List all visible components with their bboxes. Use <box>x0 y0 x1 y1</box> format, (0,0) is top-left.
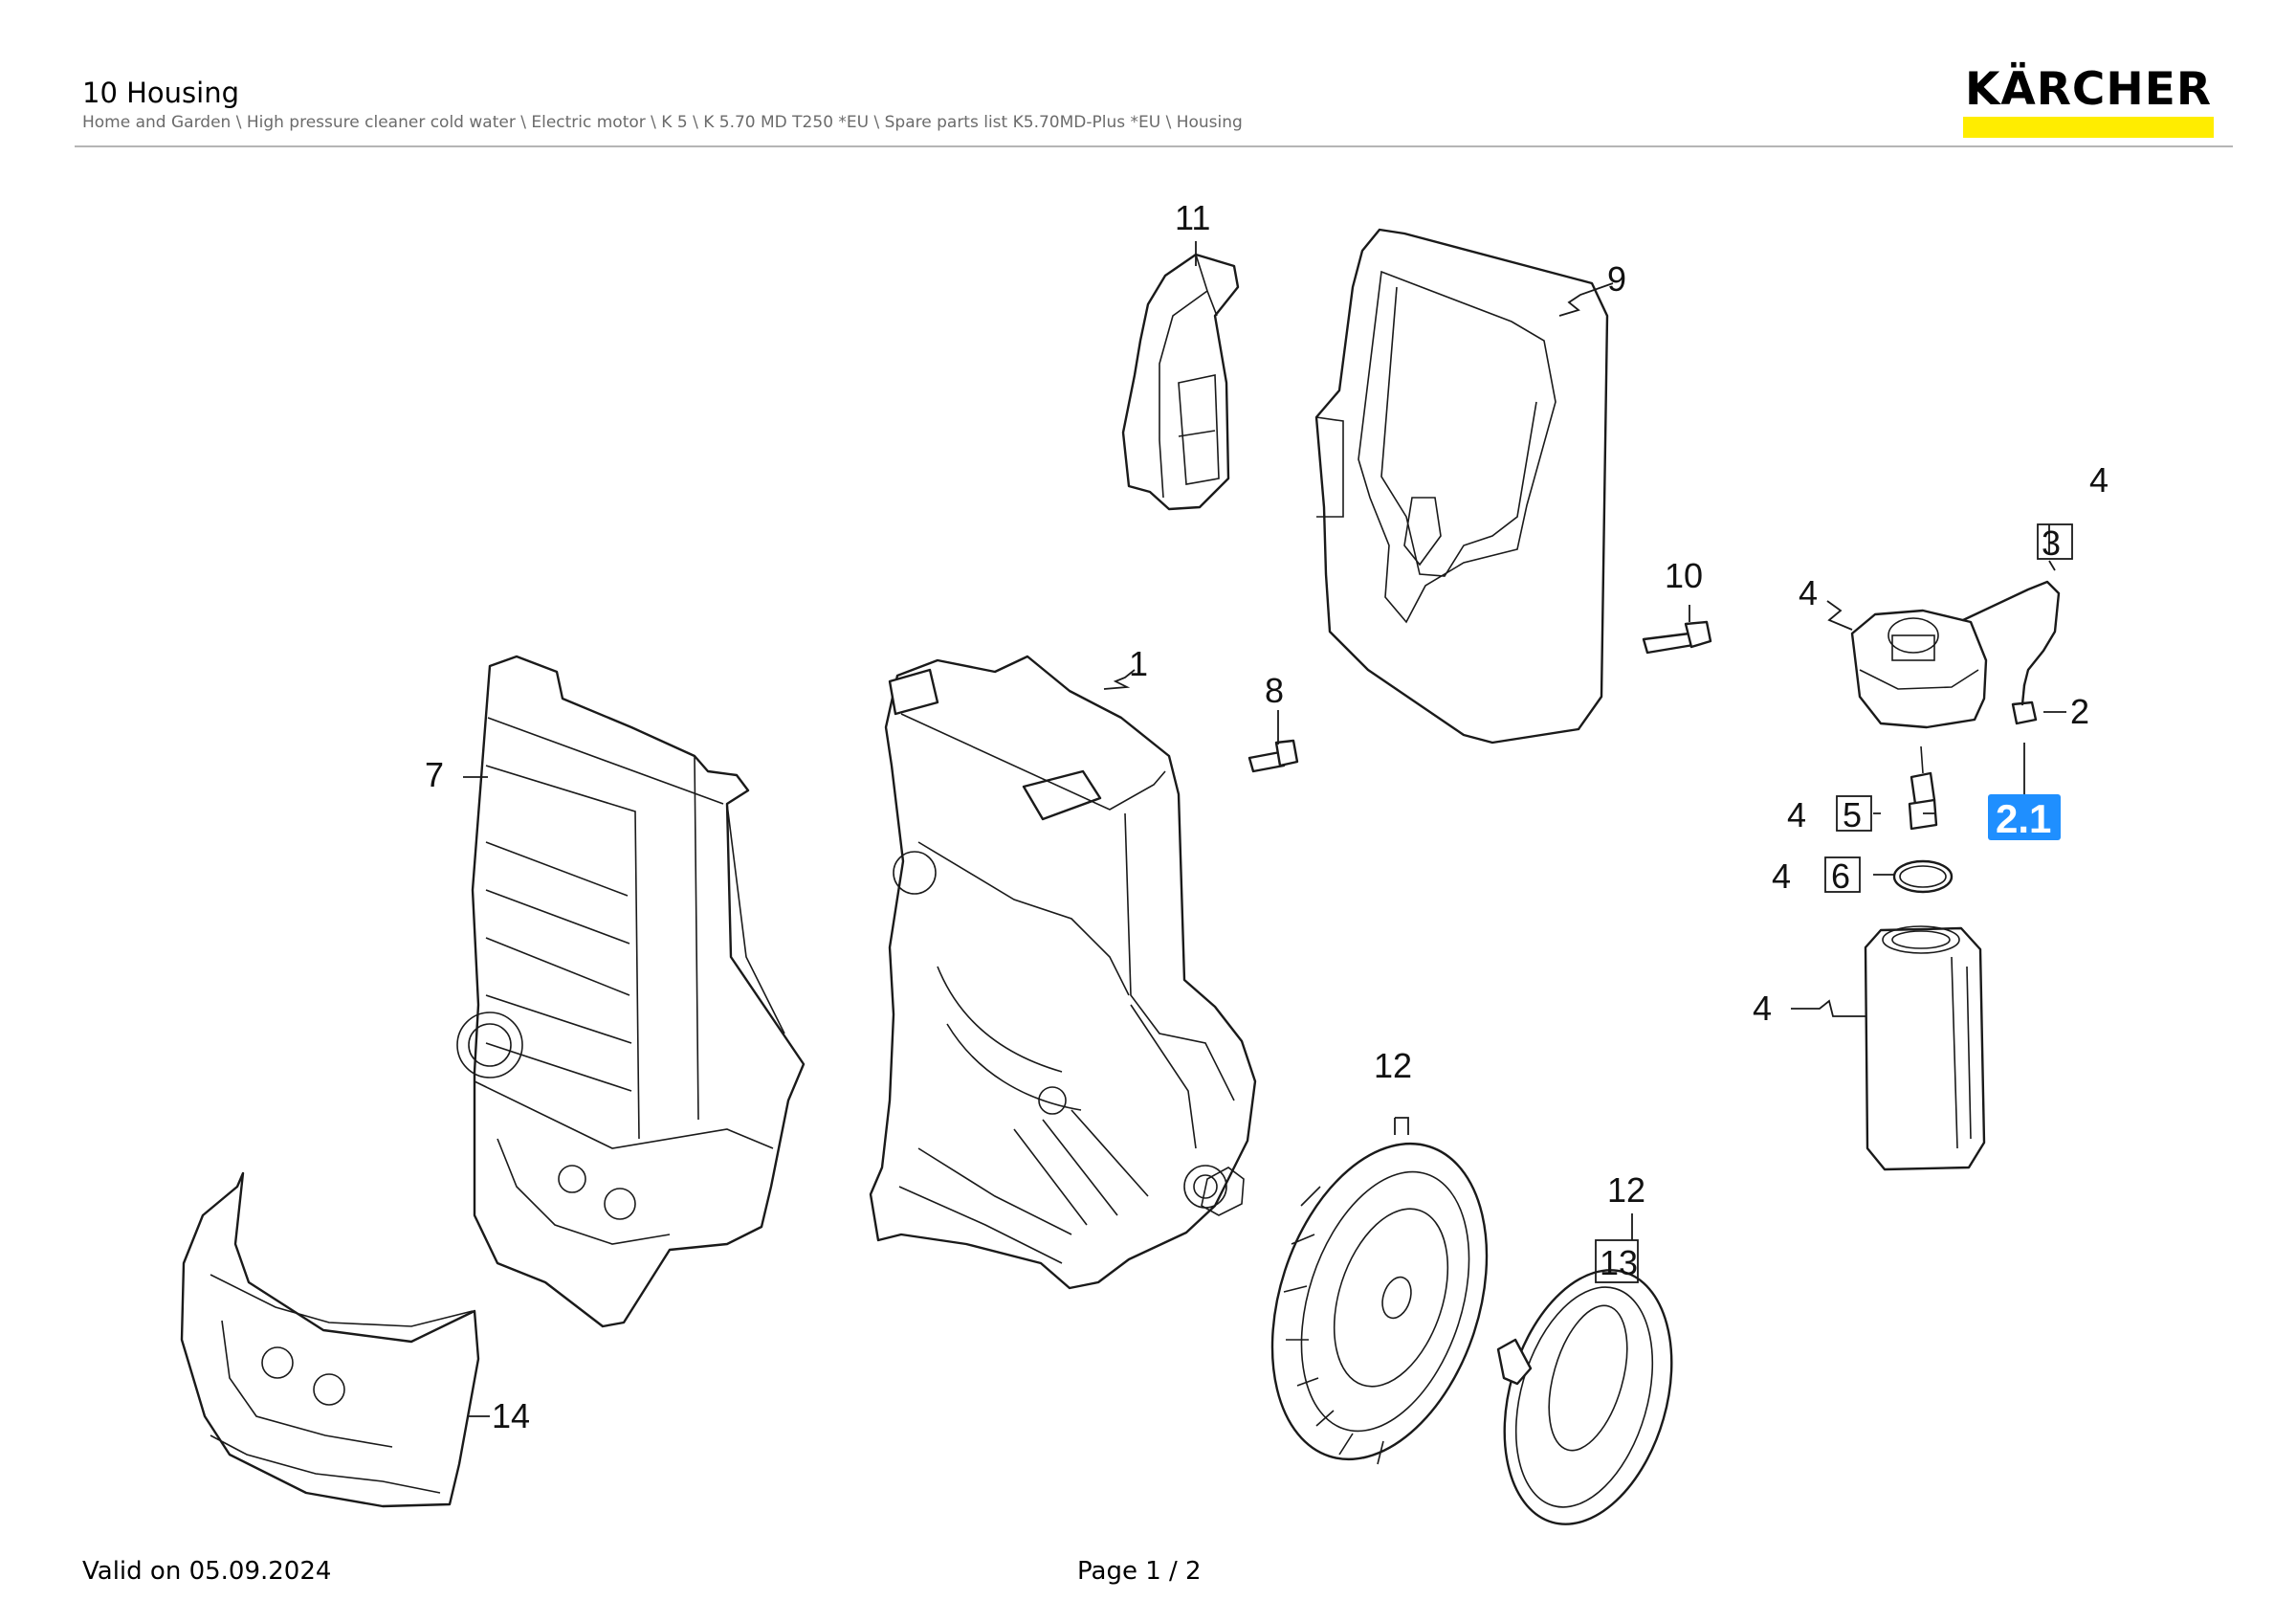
page-title: 10 Housing <box>82 77 240 109</box>
part-10-screw[interactable] <box>1642 620 1712 655</box>
part-1-chassis[interactable] <box>869 655 1257 1290</box>
callout-4-hose[interactable]: 4 <box>2089 460 2108 500</box>
part-4-detergent-tank[interactable] <box>1864 925 1986 1171</box>
callout-box-6 <box>1824 856 1861 893</box>
callout-12-hub[interactable]: 12 <box>1607 1170 1645 1210</box>
callout-6[interactable]: 6 <box>1831 856 1850 896</box>
brand-logo: KÄRCHER <box>1963 63 2214 138</box>
header-divider <box>75 145 2233 147</box>
part-8-screw[interactable] <box>1247 739 1299 773</box>
part-7-rear-housing[interactable] <box>456 655 806 1328</box>
callout-8[interactable]: 8 <box>1265 671 1284 710</box>
callout-13[interactable]: 13 <box>1600 1243 1638 1282</box>
callout-10[interactable]: 10 <box>1665 556 1703 595</box>
callout-11[interactable]: 11 <box>1175 198 1210 237</box>
page-indicator: Page 1 / 2 <box>1077 1557 1202 1586</box>
callout-2[interactable]: 2 <box>2070 692 2089 731</box>
brand-logo-text: KÄRCHER <box>1964 63 2213 116</box>
part-2-connector[interactable] <box>2011 683 2038 725</box>
part-4-tank-cap[interactable] <box>1850 609 1988 729</box>
callout-7[interactable]: 7 <box>425 755 444 794</box>
validity-date: Valid on 05.09.2024 <box>82 1557 332 1586</box>
part-13-hub-cap[interactable] <box>1477 1251 1700 1545</box>
callout-4-seal[interactable]: 4 <box>1772 856 1791 896</box>
callout-box-3 <box>2037 523 2073 560</box>
callout-box-13 <box>1595 1239 1639 1283</box>
callout-14[interactable]: 14 <box>492 1396 530 1435</box>
part-5-filter[interactable] <box>1908 745 1938 831</box>
callout-highlight-2-1[interactable] <box>1988 794 2061 840</box>
part-14-front-cover[interactable] <box>180 1171 480 1508</box>
part-6-seal-ring[interactable] <box>1892 859 1954 894</box>
callout-1[interactable]: 1 <box>1129 644 1148 683</box>
callout-5[interactable]: 5 <box>1843 795 1862 834</box>
callout-box-5 <box>1836 795 1872 832</box>
brand-logo-bar <box>1963 117 2214 138</box>
leader-lines <box>463 241 2066 1417</box>
callout-3[interactable]: 3 <box>2042 523 2061 563</box>
part-11-bracket[interactable] <box>1121 253 1240 511</box>
callout-4-tank[interactable]: 4 <box>1753 989 1772 1028</box>
callout-9[interactable]: 9 <box>1607 259 1626 299</box>
breadcrumb[interactable]: Home and Garden \ High pressure cleaner … <box>82 113 1243 132</box>
callout-4-cap[interactable]: 4 <box>1799 573 1818 612</box>
callout-2-1[interactable]: 2.1 <box>1996 796 2051 841</box>
part-12-wheel[interactable] <box>1201 1116 1524 1487</box>
callout-4-filter[interactable]: 4 <box>1787 795 1806 834</box>
part-9-front-panel[interactable] <box>1314 228 1609 745</box>
callout-12-wheel[interactable]: 12 <box>1374 1046 1412 1085</box>
part-3-hose[interactable] <box>1961 580 2061 687</box>
